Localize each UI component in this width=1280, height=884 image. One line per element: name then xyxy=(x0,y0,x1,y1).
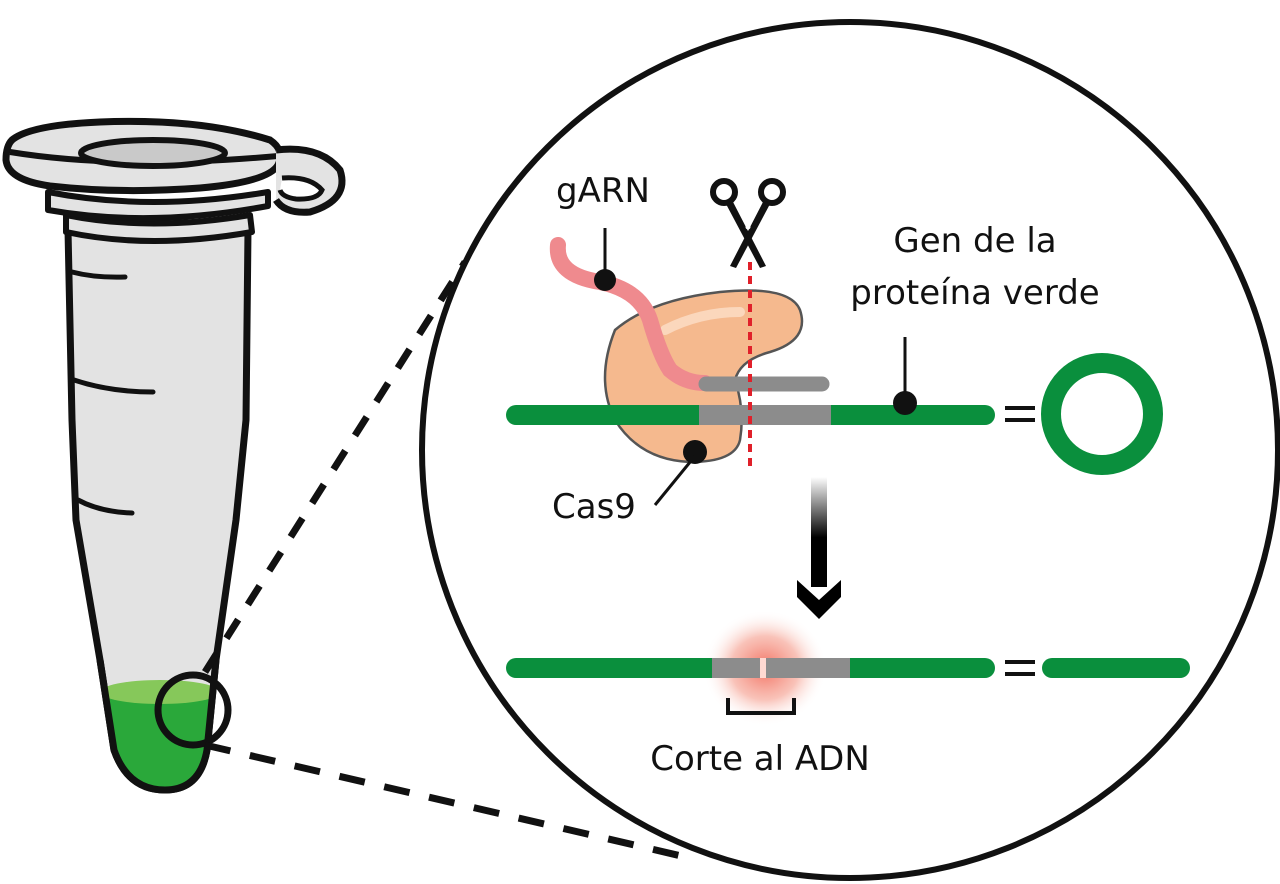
graduation-mark xyxy=(71,377,156,395)
cas9-pointer-dot xyxy=(683,440,707,464)
gene-pointer-dot xyxy=(893,391,917,415)
cas9-label: Cas9 xyxy=(552,487,636,527)
equals-sign-top xyxy=(1005,406,1035,422)
scissors-icon xyxy=(710,178,786,268)
target-sequence-right xyxy=(766,658,850,678)
target-sequence-left xyxy=(712,658,760,678)
gene-label-line2: proteína verde xyxy=(850,273,1099,313)
microcentrifuge-tube xyxy=(2,117,346,794)
gene-label-line1: Gen de la xyxy=(893,221,1056,261)
arrow-down-icon xyxy=(797,477,841,619)
grna-pointer-dot xyxy=(594,269,616,291)
dashed-connector-top xyxy=(202,260,468,674)
target-sequence xyxy=(699,405,831,425)
circular-dna-intact xyxy=(1041,353,1163,475)
zoom-marker-circle xyxy=(154,671,232,749)
cut-bracket xyxy=(726,698,796,715)
cap-opening xyxy=(78,137,228,169)
dashed-connector-bottom xyxy=(204,741,691,862)
graduation-mark xyxy=(75,497,135,516)
cut-label: Corte al ADN xyxy=(650,739,870,779)
grna-strand xyxy=(549,237,713,391)
dna-strand-cut xyxy=(506,658,995,678)
grna-label: gARN xyxy=(556,171,650,211)
cas9-pointer-line xyxy=(653,455,697,506)
equals-sign-bottom xyxy=(1005,660,1035,676)
dna-strand-intact xyxy=(506,405,995,425)
graduation-mark xyxy=(69,269,128,280)
